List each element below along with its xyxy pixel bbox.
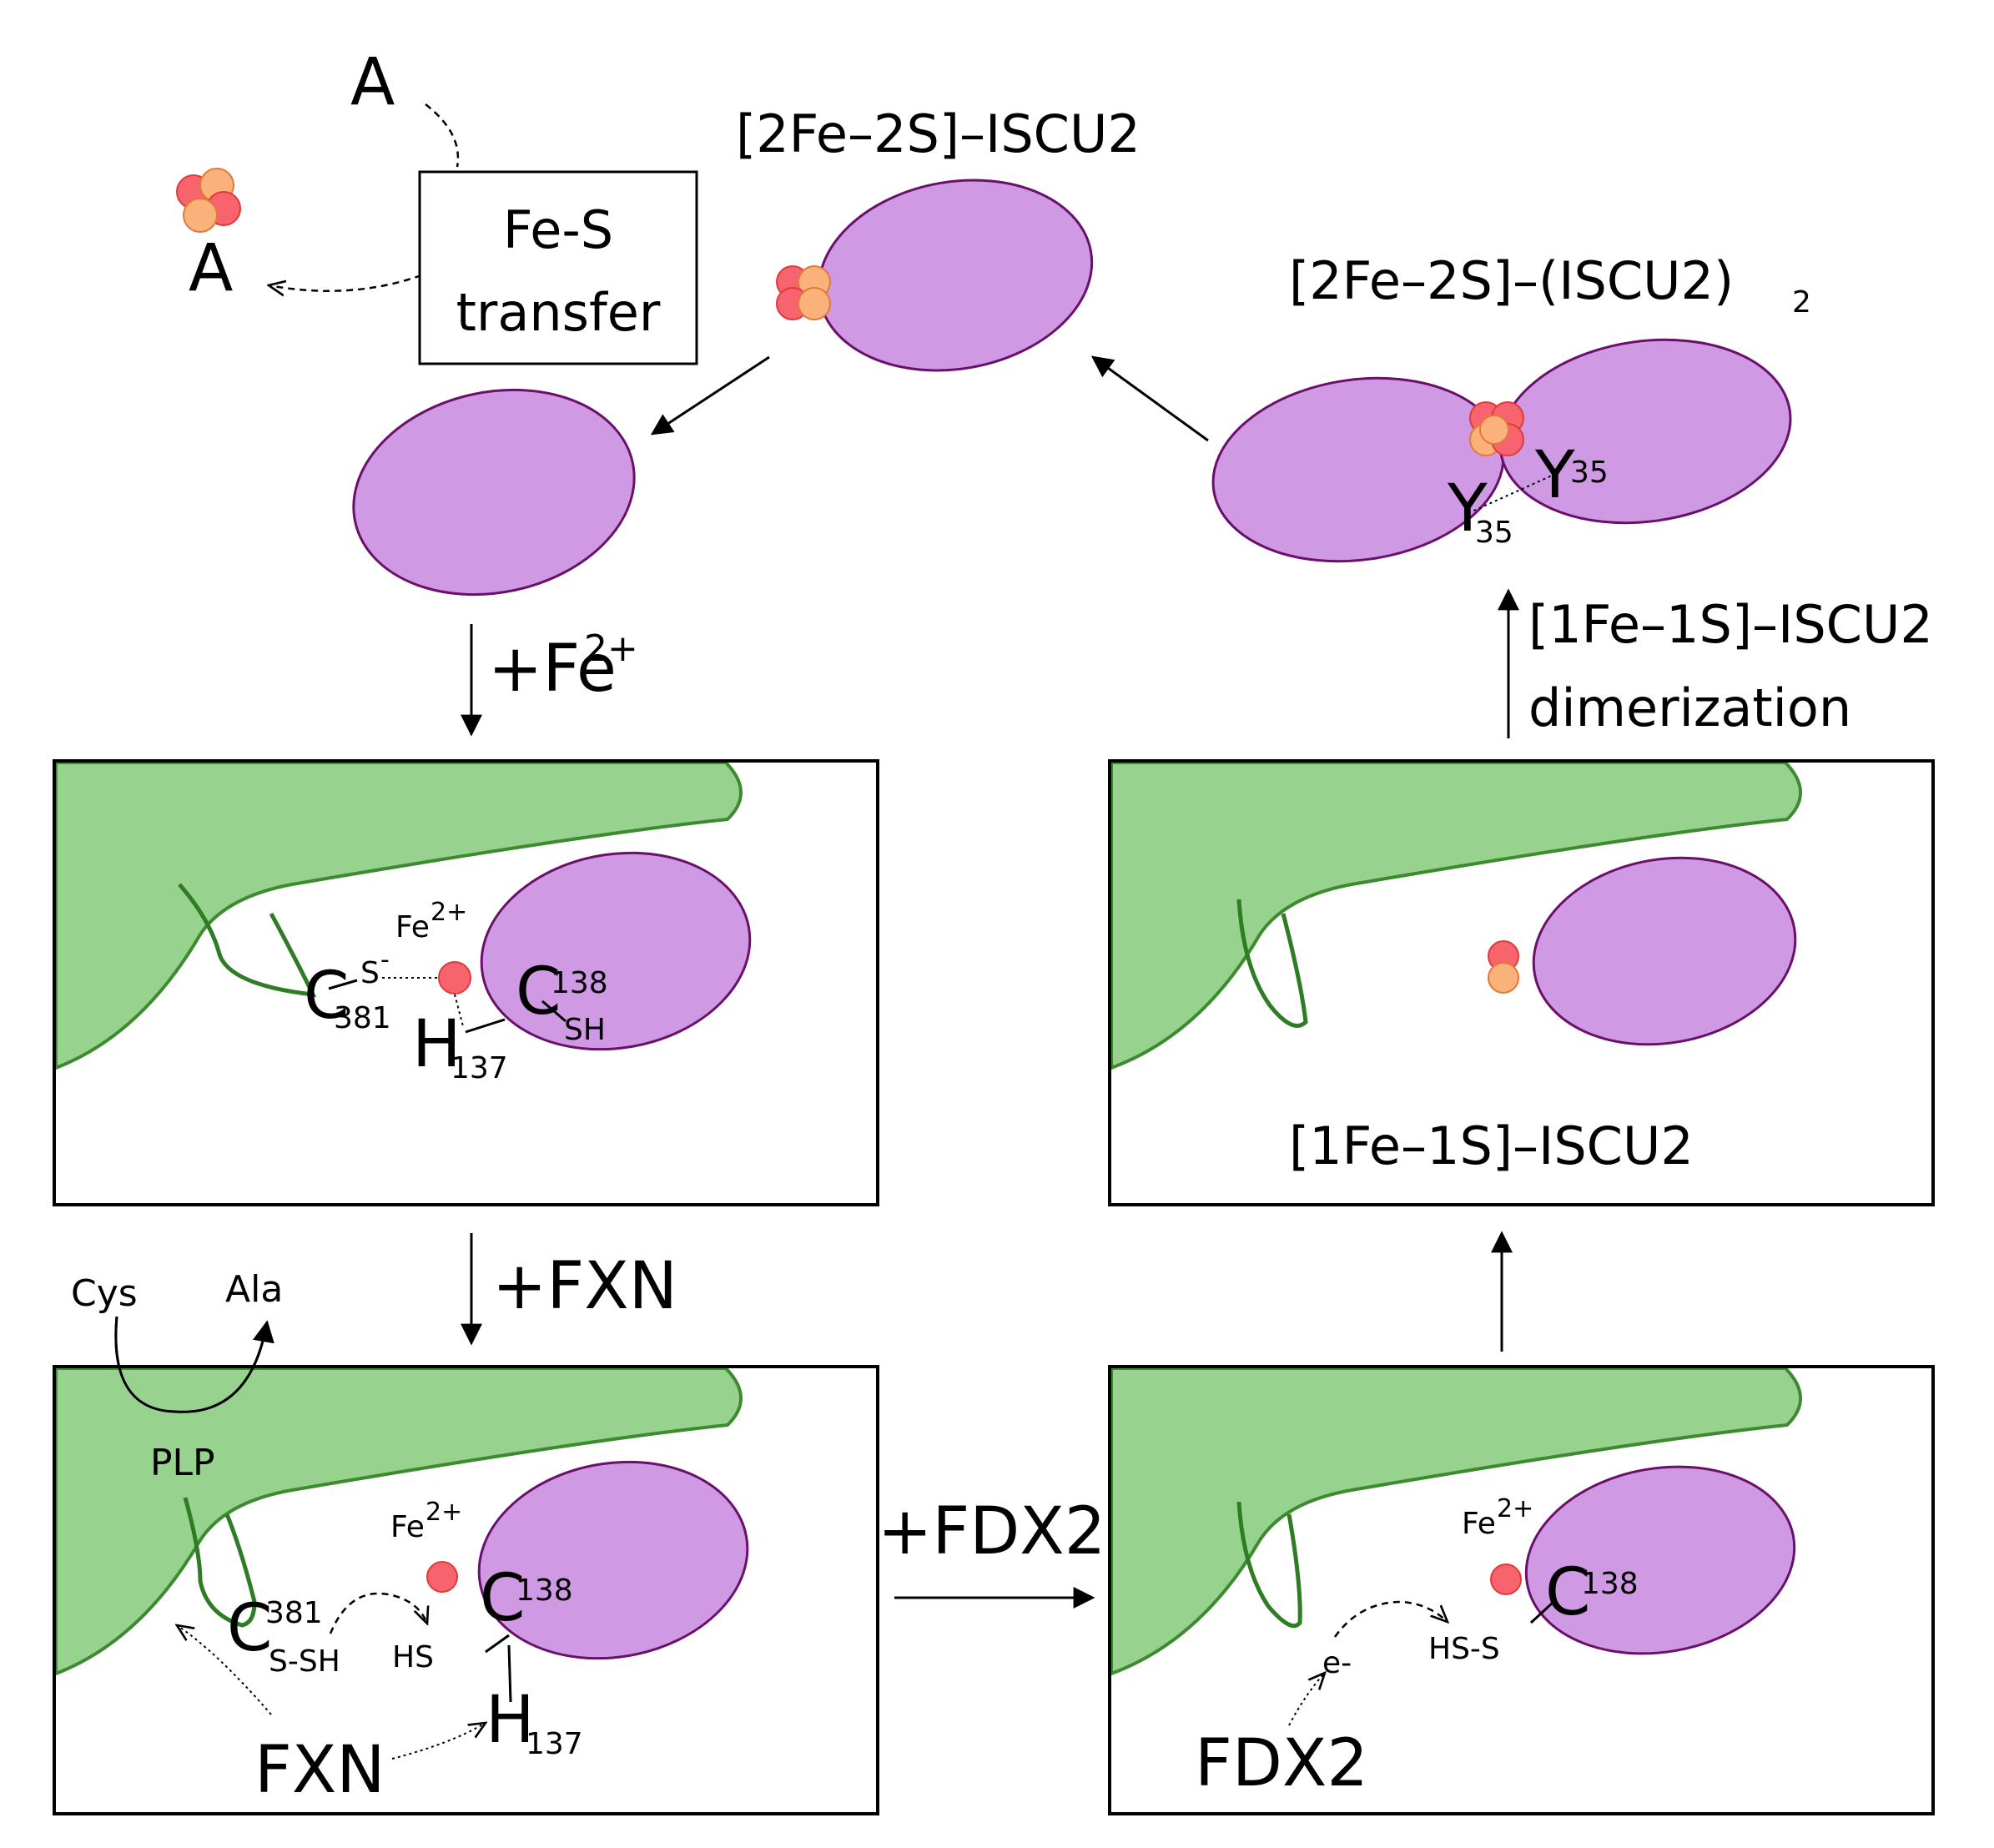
transfer-box-line2: transfer — [456, 282, 661, 343]
iscu2-protein — [1532, 856, 1797, 1046]
add-fe-label: +Fe — [488, 632, 617, 707]
hs-label: HS — [392, 1640, 434, 1674]
plp-label: PLP — [150, 1442, 215, 1484]
transfer-box-line1: Fe-S — [503, 199, 613, 260]
acceptor-label-top: A — [350, 45, 395, 120]
panel-persulfide-transfer: PLP Fe 2+ C 381 S-SH HS C 138 H 137 FXN — [54, 1316, 749, 1808]
nfs1-protein — [1110, 761, 1802, 1070]
h137-label: H — [486, 1683, 535, 1758]
s-sup: - — [380, 945, 390, 974]
fe-label: Fe — [395, 910, 430, 944]
tyr-contact — [1468, 475, 1553, 514]
c138-bond — [541, 1000, 566, 1023]
sh-label: SH — [564, 1013, 606, 1047]
fxn-to-h137-arrow — [391, 1723, 486, 1760]
h137-bond — [465, 1018, 506, 1034]
c381-label: C — [304, 959, 349, 1034]
dimer-label: [2Fe–2S]–(ISCU2) — [1289, 250, 1734, 311]
c138-bond — [485, 1634, 510, 1654]
fdx2-label: FDX2 — [1195, 1726, 1368, 1801]
fe-s-cluster-icon — [1469, 401, 1524, 456]
dimerization-line2: dimerization — [1528, 677, 1851, 738]
panel-fe-binding-frame — [53, 759, 879, 1206]
ala-label: Ala — [225, 1268, 283, 1311]
fxn-label: FXN — [254, 1733, 385, 1808]
tyr-left: Y — [1447, 471, 1488, 546]
c138-label: C — [1545, 1555, 1590, 1630]
iscu2-1fe1s-label: [1Fe–1S]–ISCU2 — [1289, 1115, 1694, 1176]
c381-num: 381 — [265, 1596, 323, 1630]
c138-num: 138 — [1581, 1567, 1639, 1601]
c138-label: C — [516, 954, 561, 1030]
panel-1fe1s-frame — [1108, 759, 1935, 1206]
add-fxn-label: +FXN — [492, 1249, 677, 1324]
fxn-to-loop-arrow — [177, 1625, 272, 1715]
iron-atom-icon — [438, 961, 471, 994]
h137-label: H — [412, 1007, 461, 1082]
fe-label: Fe — [390, 1510, 425, 1544]
panel-1fe1s: [1Fe–1S]–ISCU2 — [1110, 761, 1802, 1176]
apo-iscu2-protein — [352, 388, 636, 597]
nfs1-protein — [54, 1367, 743, 1676]
tyr-right-num: 35 — [1570, 456, 1609, 490]
tyr-right: Y — [1534, 438, 1575, 513]
iscu2-protein — [480, 851, 752, 1051]
fdx2-to-electron-arrow — [1288, 1673, 1325, 1726]
iscu2-protein — [477, 1460, 749, 1660]
h137-num: 137 — [451, 1051, 508, 1085]
fe-sup: 2+ — [425, 1498, 462, 1527]
acceptor-dashed-link — [425, 103, 460, 168]
panel-persulfide-transfer-frame — [53, 1365, 879, 1815]
panel-fe-binding: Fe 2+ S - C 381 C 138 SH H 137 — [54, 761, 752, 1085]
fe-s-cluster-icon — [1488, 940, 1519, 994]
fe-sup: 2+ — [431, 898, 467, 927]
dimer-subscript: 2 — [1792, 285, 1811, 320]
c138-num: 138 — [551, 966, 608, 1000]
release-arrow — [650, 355, 770, 436]
c381-num: 381 — [334, 1001, 391, 1035]
ssh-label: S-SH — [269, 1644, 340, 1679]
panel-fdx2-reduction: Fe 2+ C 138 HS-S e- FDX2 — [1110, 1367, 1802, 1801]
c138-bond — [1529, 1600, 1555, 1624]
c138-label: C — [480, 1561, 525, 1636]
nfs1-protein — [54, 761, 743, 1070]
h137-num: 137 — [526, 1727, 583, 1761]
add-fdx2-label: +FDX2 — [878, 1494, 1105, 1569]
c381-label: C — [227, 1591, 272, 1666]
fe-s-cluster-icon — [176, 168, 241, 233]
nfs1-protein — [1110, 1367, 1802, 1676]
add-fe-sup: 2+ — [584, 627, 638, 670]
s-label: S — [360, 956, 380, 990]
c381-bond — [328, 979, 358, 990]
fe-sup: 2+ — [1497, 1494, 1533, 1523]
hss-label: HS-S — [1428, 1632, 1500, 1666]
monomerization-arrow — [1090, 355, 1209, 442]
iron-atom-icon — [1490, 1563, 1522, 1595]
active-loop — [178, 883, 317, 997]
tyr-left-num: 35 — [1475, 516, 1513, 550]
persulfide-transfer-arrow — [329, 1592, 427, 1634]
iron-atom-icon — [426, 1561, 458, 1593]
dimerization-line1: [1Fe–1S]–ISCU2 — [1528, 594, 1933, 655]
panel-fdx2-reduction-frame — [1108, 1365, 1935, 1815]
fe-s-transfer-box — [418, 170, 698, 365]
iscu2-protein — [1524, 1465, 1796, 1655]
holo-iscu2-protein — [817, 179, 1094, 372]
holo-iscu2-label: [2Fe–2S]–ISCU2 — [736, 103, 1141, 164]
fe-s-cluster-icon — [776, 265, 831, 320]
transfer-dashed-arrow — [269, 274, 422, 291]
c138-num: 138 — [516, 1574, 573, 1608]
h137-bond — [507, 1644, 512, 1703]
electron-label: e- — [1322, 1646, 1352, 1680]
active-loop — [1236, 899, 1308, 1028]
active-loop — [1236, 1501, 1302, 1629]
acceptor-label-loaded: A — [189, 231, 233, 306]
active-loop — [183, 1497, 257, 1628]
fe-label: Fe — [1462, 1507, 1496, 1541]
cys-label: Cys — [71, 1272, 138, 1315]
